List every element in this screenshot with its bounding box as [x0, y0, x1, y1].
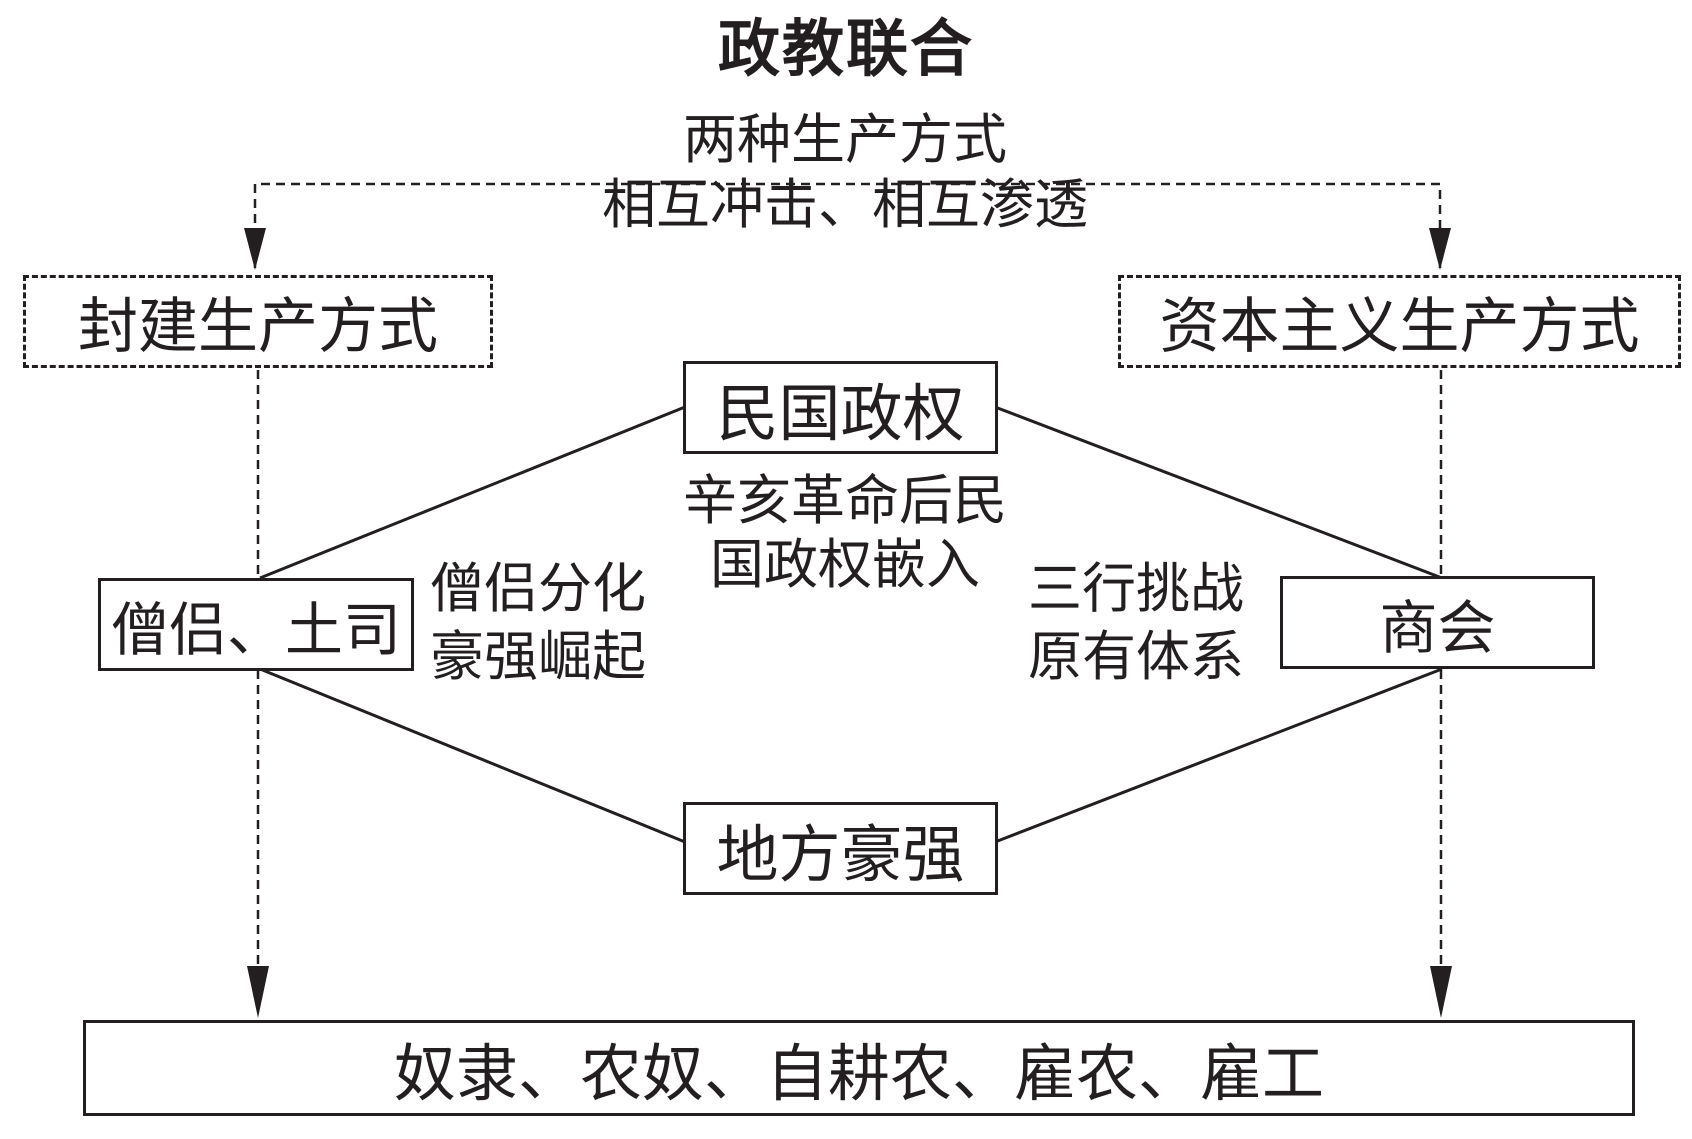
right-annotation-line1: 三行挑战 [1028, 557, 1244, 620]
top-note-line2: 相互冲击、相互渗透 [602, 173, 1088, 236]
arrow-left-to-labor-icon [247, 966, 269, 1018]
capitalist-mode-label: 资本主义生产方式 [1159, 292, 1640, 362]
left-annotation-line1: 僧侣分化 [430, 557, 646, 620]
line-monks-to-gentry [259, 667, 686, 844]
center-annotation-line2: 国政权嵌入 [710, 533, 980, 596]
local-gentry-box: 地方豪强 [683, 802, 998, 895]
top-dashed-bracket [253, 182, 1442, 268]
arrow-to-capitalist-icon [1429, 228, 1451, 270]
feudal-mode-label: 封建生产方式 [78, 292, 438, 362]
center-annotation-line1: 辛亥革命后民 [683, 469, 1007, 532]
line-chamber-to-gentry [994, 667, 1443, 844]
capitalist-mode-box: 资本主义生产方式 [1118, 275, 1681, 368]
government-box: 民国政权 [683, 361, 998, 454]
arrow-to-feudal-icon [244, 228, 266, 270]
arrow-right-to-labor-icon [1430, 966, 1452, 1018]
monks-tusi-label: 僧侣、土司 [110, 595, 401, 664]
labor-classes-label: 奴隶、农奴、自耕农、雇农、雇工 [393, 1037, 1324, 1110]
government-label: 民国政权 [716, 376, 965, 450]
local-gentry-label: 地方豪强 [716, 817, 965, 891]
left-annotation-line2: 豪强崛起 [430, 625, 646, 688]
right-annotation-line2: 原有体系 [1028, 625, 1244, 688]
feudal-mode-box: 封建生产方式 [23, 275, 493, 368]
chamber-of-commerce-box: 商会 [1280, 576, 1595, 669]
monks-tusi-box: 僧侣、土司 [98, 578, 414, 671]
diagram-title: 政教联合 [717, 12, 974, 85]
line-government-to-chamber [994, 405, 1443, 580]
line-government-to-monks [259, 405, 686, 580]
top-note-line1: 两种生产方式 [683, 108, 1007, 171]
labor-classes-box: 奴隶、农奴、自耕农、雇农、雇工 [83, 1020, 1635, 1116]
chamber-of-commerce-label: 商会 [1379, 593, 1496, 662]
